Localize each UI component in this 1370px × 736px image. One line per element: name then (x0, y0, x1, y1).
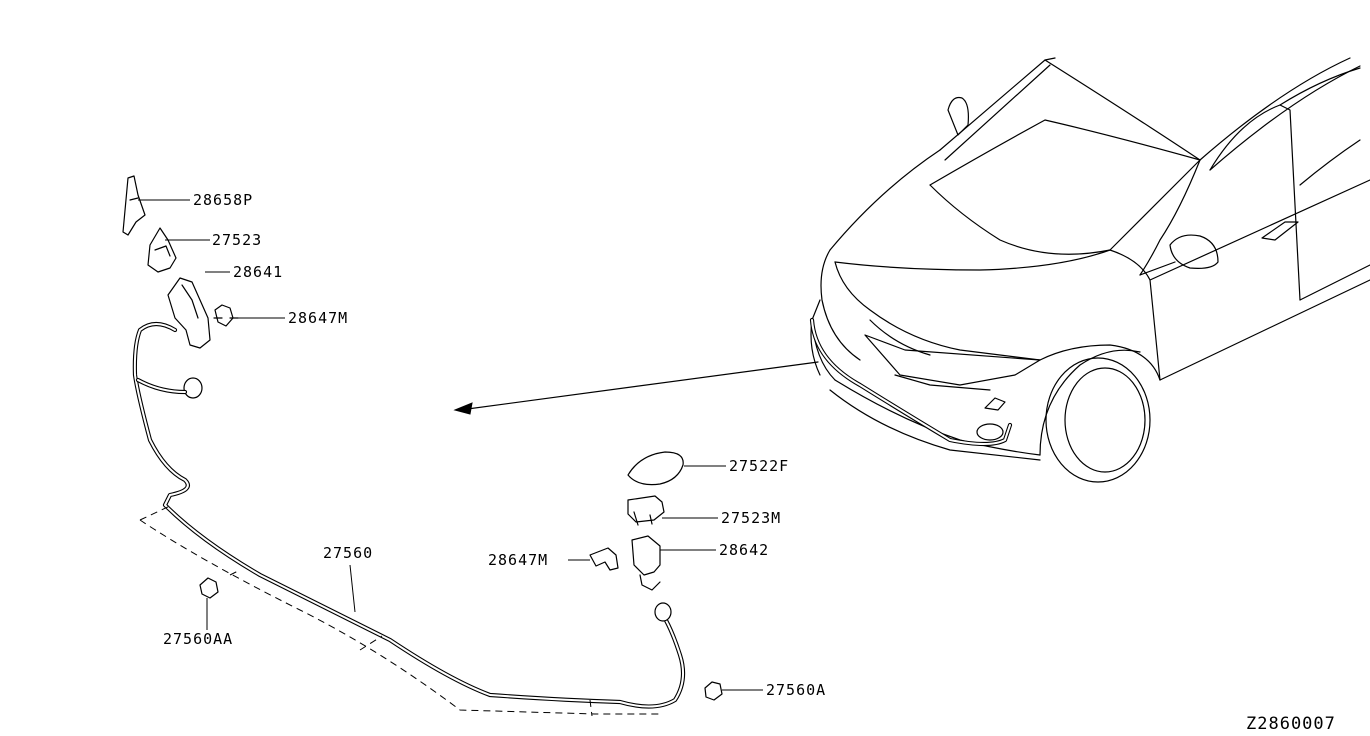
vehicle-illustration (453, 57, 1370, 483)
label-28658P: 28658P (193, 191, 253, 209)
label-27560AA: 27560AA (163, 630, 233, 648)
left-washer-nozzle-assembly (122, 175, 723, 709)
label-28647M-left: 28647M (288, 309, 348, 327)
label-27523: 27523 (212, 231, 262, 249)
label-28642: 28642 (719, 541, 769, 559)
callout-leaders (138, 199, 763, 691)
right-washer-nozzle-assembly (589, 451, 684, 591)
label-27523M: 27523M (721, 509, 781, 527)
label-27560: 27560 (323, 544, 373, 562)
label-27560A: 27560A (766, 681, 826, 699)
label-27522F: 27522F (729, 457, 789, 475)
bumper-reference-outline (139, 504, 660, 717)
diagram-id: Z2860007 (1246, 714, 1336, 734)
label-28647M-right: 28647M (488, 551, 548, 569)
label-28641: 28641 (233, 263, 283, 281)
